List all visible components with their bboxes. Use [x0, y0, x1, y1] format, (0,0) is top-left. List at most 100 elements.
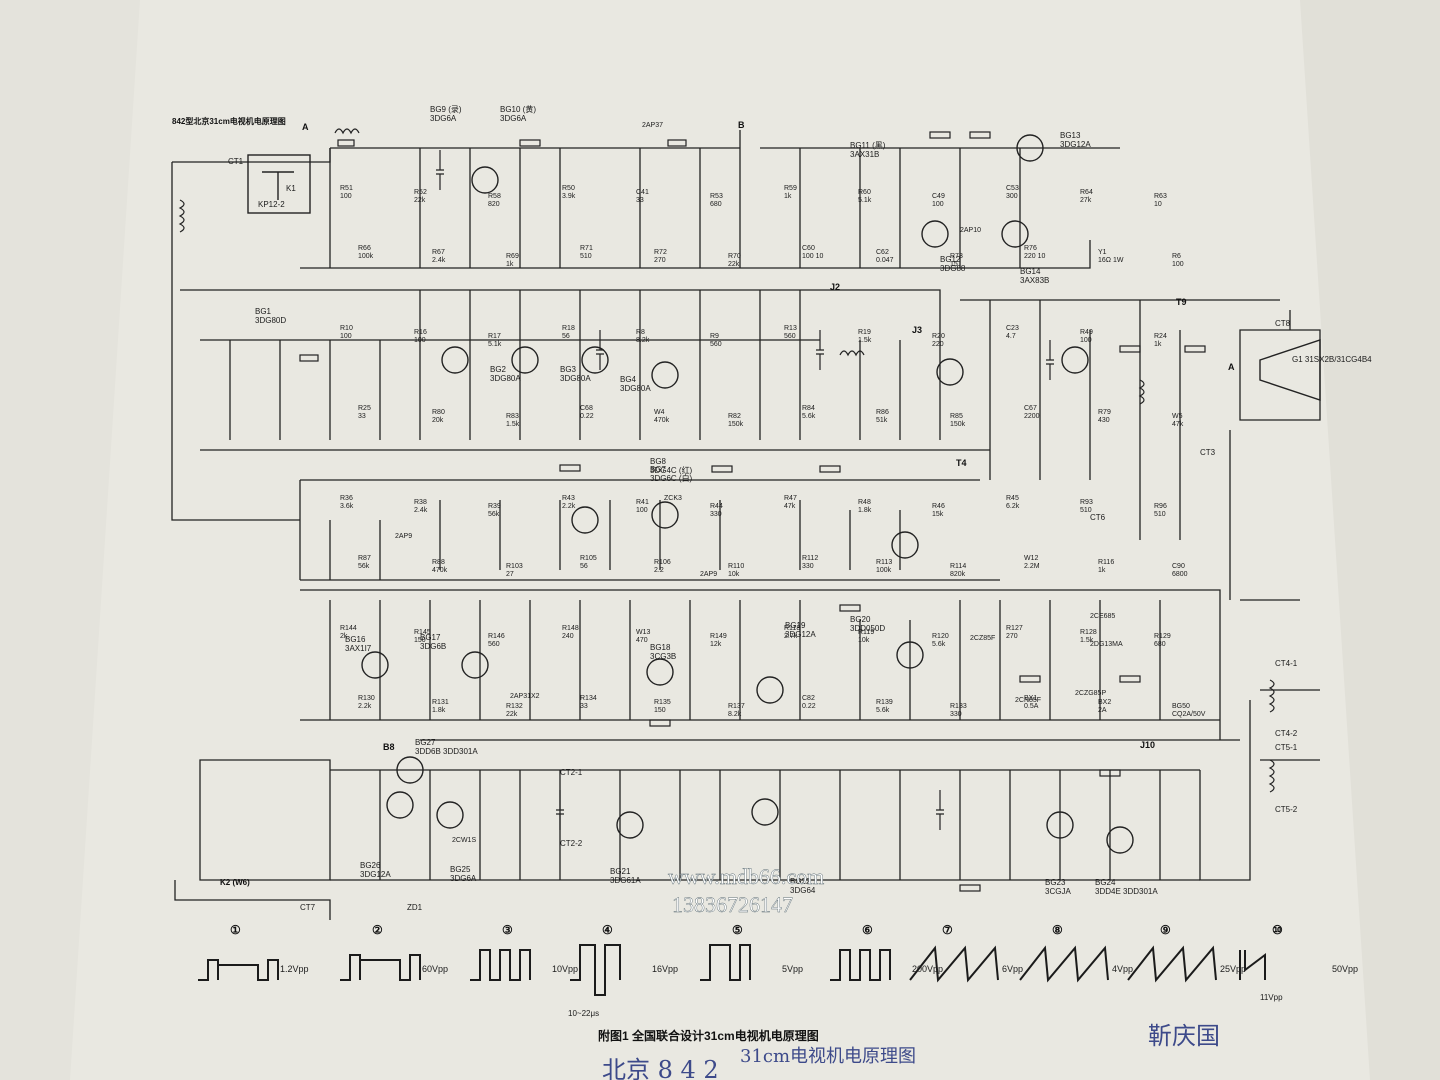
- waveform-amplitude: 6Vpp: [1002, 964, 1023, 974]
- node-label: B8: [383, 742, 395, 752]
- component-ref: R47: [784, 495, 797, 502]
- component-value: 5.6k: [802, 413, 816, 420]
- component-value: 470k: [432, 567, 448, 574]
- component-value: 680: [1154, 641, 1166, 648]
- component-ref: R67: [432, 249, 445, 256]
- component-value: 270: [654, 257, 666, 264]
- component-ref: R149: [710, 633, 727, 640]
- waveform-timebase: 10~22μs: [568, 1009, 599, 1018]
- component-ref: R49: [1080, 329, 1093, 336]
- transistor-part: 3DG6A: [500, 114, 527, 123]
- component-ref: R63: [1154, 193, 1167, 200]
- component-ref: BG50: [1172, 703, 1190, 710]
- component-value: 2.2k: [562, 503, 576, 510]
- transistor-ref: BG26: [360, 861, 381, 870]
- transistor-ref: BG13: [1060, 131, 1081, 140]
- connector-label: CT5-2: [1275, 805, 1298, 814]
- transistor-ref: BG16: [345, 635, 366, 644]
- transistor-part: 3DG88: [940, 264, 966, 273]
- diode-label: 2AP10: [960, 227, 981, 234]
- component-value: 20k: [432, 417, 444, 424]
- component-ref: R120: [932, 633, 949, 640]
- connector-label: CT1: [228, 157, 244, 166]
- component-ref: C23: [1006, 325, 1019, 332]
- component-value: 560: [710, 341, 722, 348]
- connector-label: ZD1: [407, 903, 423, 912]
- component-ref: R70: [728, 253, 741, 260]
- component-ref: R116: [1098, 559, 1114, 566]
- component-ref: R59: [784, 185, 797, 192]
- node-label: J2: [830, 282, 840, 292]
- component-ref: R53: [710, 193, 723, 200]
- component-value: 300: [1006, 193, 1018, 200]
- node-label: J3: [912, 325, 922, 335]
- waveform-number: ②: [372, 923, 383, 937]
- component-ref: R83: [506, 413, 519, 420]
- component-ref: C62: [876, 249, 889, 256]
- component-ref: R87: [358, 555, 371, 562]
- component-symbols: [178, 128, 1275, 892]
- diode-label: 2CZG85P: [1075, 690, 1106, 697]
- component-ref: R144: [340, 625, 357, 632]
- component-value: 8.2k: [728, 711, 742, 718]
- component-ref: R19: [858, 329, 871, 336]
- component-ref: R86: [876, 409, 889, 416]
- component-value: 220 10: [1024, 253, 1046, 260]
- component-value: 8.2k: [636, 337, 650, 344]
- component-value: 22k: [414, 197, 426, 204]
- component-ref: BX1: [1024, 695, 1037, 702]
- component-ref: R148: [562, 625, 579, 632]
- component-value: 470: [636, 637, 648, 644]
- component-ref: R84: [802, 405, 815, 412]
- component-ref: C90: [1172, 563, 1185, 570]
- component-ref: R103: [506, 563, 523, 570]
- figure-caption: 附图1 全国联合设计31cm电视机电原理图: [598, 1028, 819, 1043]
- node-label: B: [738, 120, 745, 130]
- component-value: 15k: [932, 511, 944, 518]
- component-ref: R127: [1006, 625, 1023, 632]
- component-value: 33: [580, 703, 588, 710]
- transistor-ref: BG10 (黄): [500, 104, 536, 114]
- diode-label: 2CN85F: [1015, 697, 1041, 704]
- component-ref: C49: [932, 193, 945, 200]
- component-value: 330: [710, 511, 722, 518]
- transistor-ref: BG1: [255, 307, 272, 316]
- component-ref: R39: [488, 503, 501, 510]
- component-value: 33: [636, 197, 644, 204]
- transistor-ref: BG8: [650, 457, 667, 466]
- connector-label: CT5-1: [1275, 743, 1298, 752]
- component-value: 680: [710, 201, 722, 208]
- component-ref: R130: [358, 695, 375, 702]
- component-value: 47k: [784, 503, 796, 510]
- watermark-site: www.mdb66.com: [668, 864, 824, 889]
- diode-label: 2CE685: [1090, 613, 1115, 620]
- waveform-number: ⑦: [942, 923, 953, 937]
- component-ref: R96: [1154, 503, 1167, 510]
- component-value: 6800: [1172, 571, 1188, 578]
- waveform-trace: [340, 954, 421, 981]
- component-value: 150: [414, 637, 426, 644]
- component-ref: R73: [950, 253, 963, 260]
- connector-label: CT7: [300, 903, 316, 912]
- diode-label: 2CZ85F: [970, 635, 995, 642]
- component-ref: C41: [636, 189, 649, 196]
- component-value: 47k: [1172, 421, 1184, 428]
- component-ref: R66: [358, 245, 371, 252]
- waveform-trace: [570, 944, 621, 996]
- node-label: A: [1228, 362, 1235, 372]
- transistor-part: 3AX1I7: [345, 644, 372, 653]
- component-value: 820: [488, 201, 500, 208]
- waveform-trace: [1127, 945, 1217, 983]
- component-ref: R69: [506, 253, 519, 260]
- component-value: 22k: [506, 711, 518, 718]
- transistor-ref: BG27: [415, 738, 436, 747]
- transistor-part: 3CGJA: [1045, 887, 1071, 896]
- component-ref: R145: [414, 629, 431, 636]
- waveform-amplitude: 16Vpp: [652, 964, 678, 974]
- waveform-amplitude: 5Vpp: [782, 964, 803, 974]
- node-label: J10: [1140, 740, 1155, 750]
- component-value: 10k: [728, 571, 740, 578]
- component-value: 220: [932, 341, 944, 348]
